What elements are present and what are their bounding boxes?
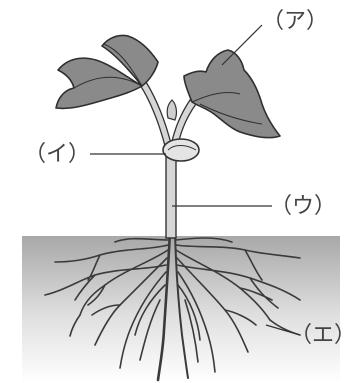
leader-line-a	[222, 25, 262, 65]
label-u: （ウ）	[270, 194, 336, 219]
terminal-bud	[167, 100, 176, 120]
soil	[22, 236, 340, 383]
stem	[166, 150, 176, 238]
label-i: （イ）	[24, 142, 90, 167]
leaf-right	[184, 50, 280, 138]
label-a: （ア）	[262, 9, 328, 34]
leaf-left	[56, 35, 158, 108]
label-e: （エ）	[290, 323, 356, 348]
